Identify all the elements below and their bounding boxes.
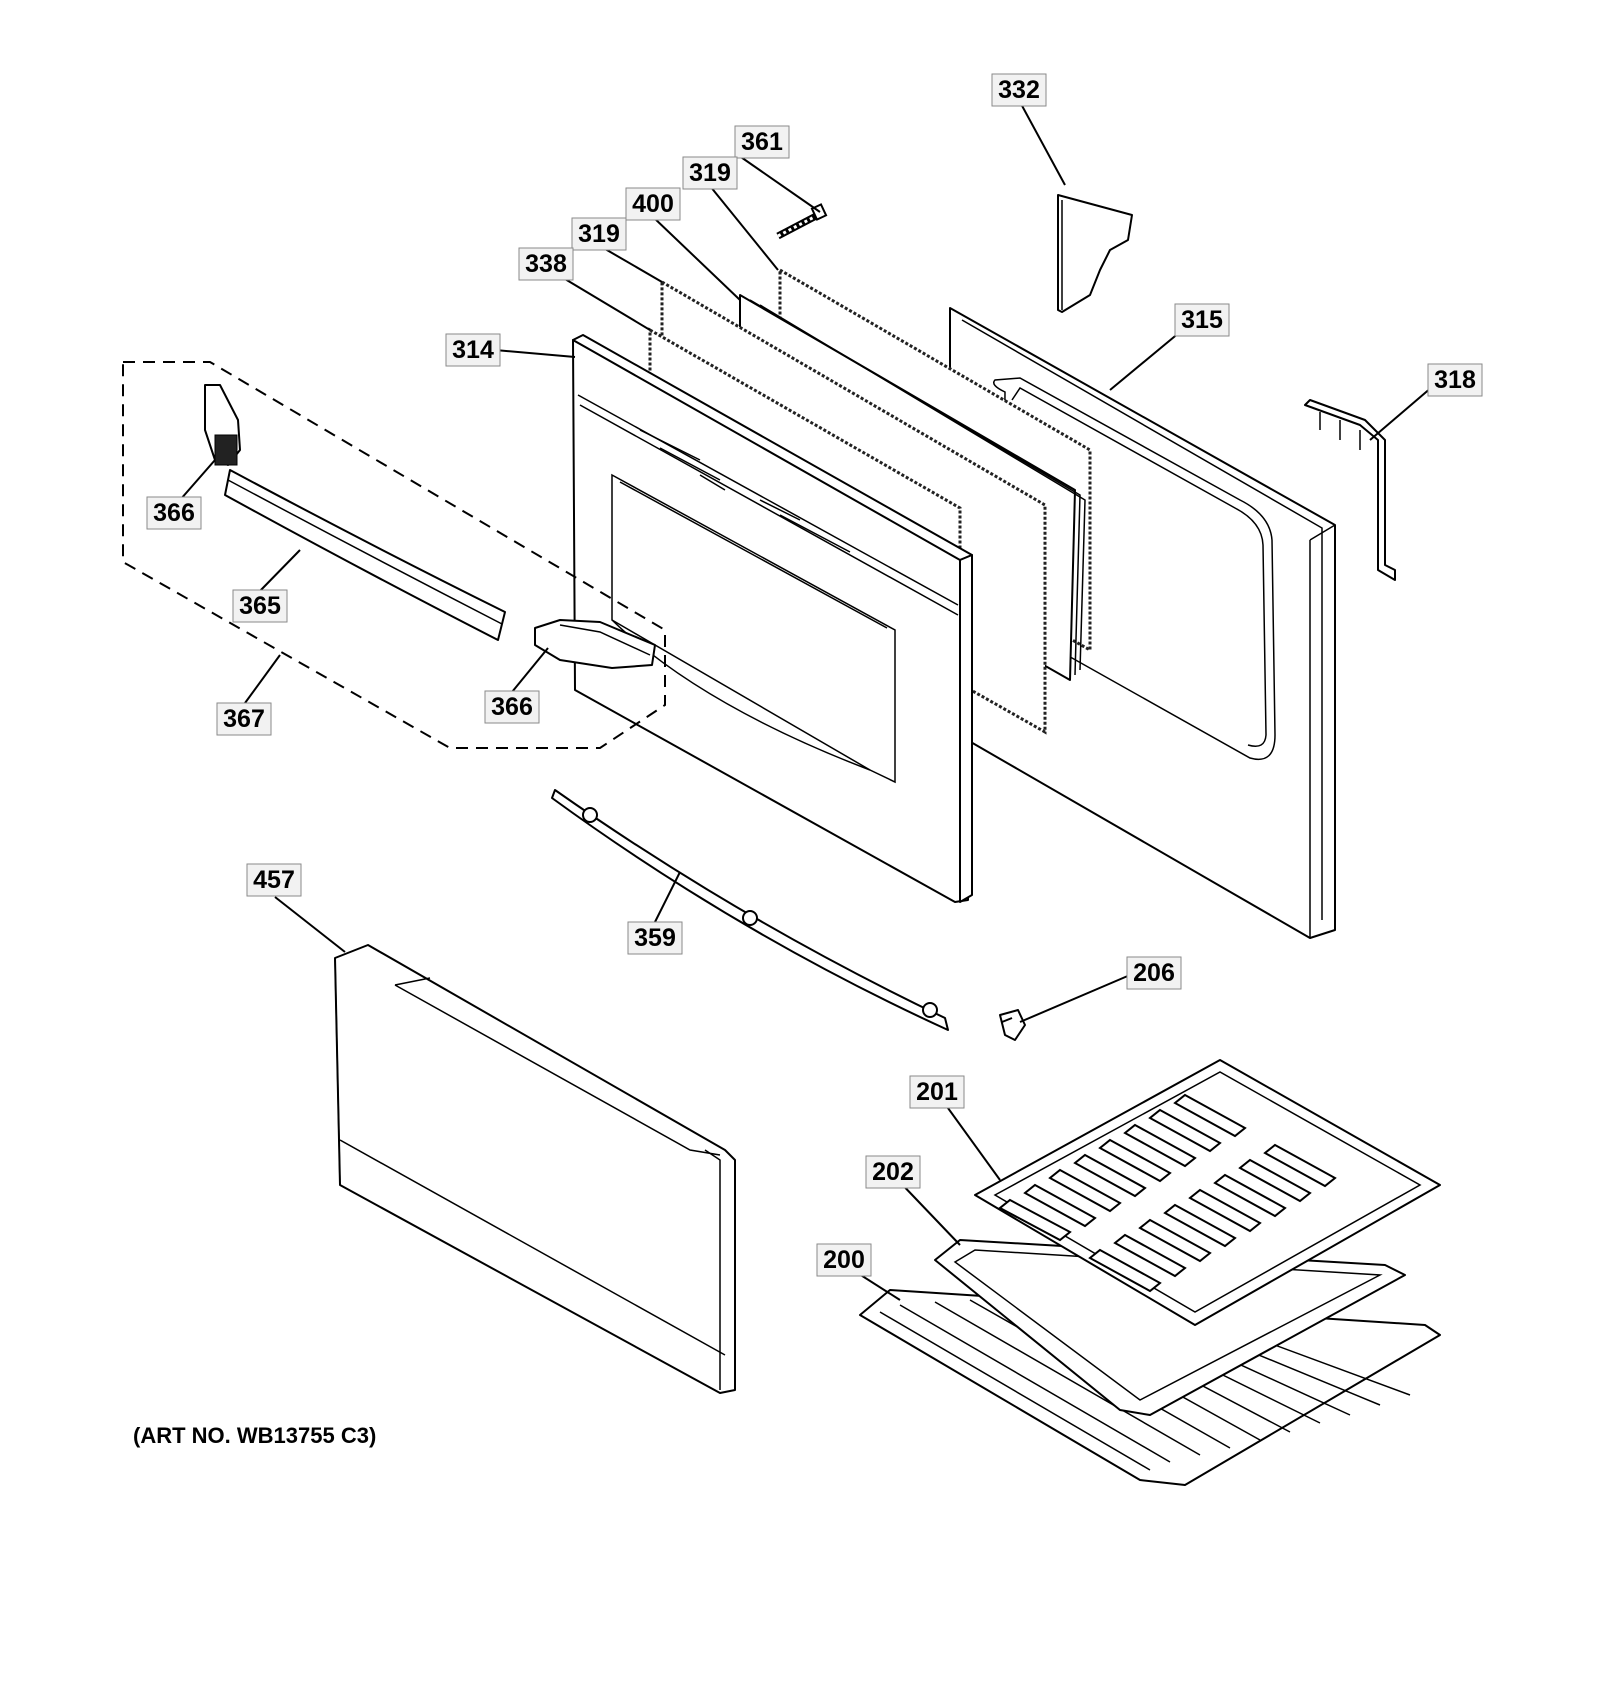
callout-318-label: 318 (1434, 366, 1476, 394)
part-202-broiler-pan (934, 1239, 1406, 1416)
callout-202-label: 202 (872, 1158, 914, 1186)
callout-365-label: 365 (239, 592, 281, 620)
callout-202: 202 (865, 1155, 921, 1189)
part-201-broiler-grid (974, 1059, 1441, 1326)
callout-315: 315 (1174, 303, 1230, 337)
callout-314-label: 314 (452, 336, 494, 364)
callout-359-label: 359 (634, 924, 676, 952)
callout-366-left: 366 (146, 496, 202, 530)
part-366-right-endcap (534, 619, 656, 669)
callout-366-right-label: 366 (491, 693, 533, 721)
part-314-outer-door (572, 334, 973, 903)
callout-314: 314 (445, 333, 501, 367)
callout-366-left-label: 366 (153, 499, 195, 527)
callout-367-label: 367 (223, 705, 265, 733)
callout-366-right: 366 (484, 690, 540, 724)
callout-200-label: 200 (823, 1246, 865, 1274)
part-206-screw (999, 1009, 1026, 1041)
callout-457: 457 (246, 863, 302, 897)
callout-367: 367 (216, 702, 272, 736)
callout-319-front-label: 319 (578, 220, 620, 248)
callout-201: 201 (909, 1075, 965, 1109)
callout-206-label: 206 (1133, 959, 1175, 987)
part-367-handle-kit (122, 361, 666, 749)
callout-315-label: 315 (1181, 306, 1223, 334)
part-318-hinge-bracket (1304, 399, 1396, 581)
callout-201-label: 201 (916, 1078, 958, 1106)
callout-400-label: 400 (632, 190, 674, 218)
callout-332-label: 332 (998, 76, 1040, 104)
part-457-drawer-front (334, 944, 736, 1394)
part-366-left-endcap (204, 384, 241, 466)
art-number-caption: (ART NO. WB13755 C3) (133, 1423, 377, 1448)
callout-359: 359 (627, 921, 683, 955)
callout-365: 365 (232, 589, 288, 623)
callout-labels: 332 361 319 400 319 338 314 315 (146, 73, 1483, 1277)
callout-319-rear: 319 (682, 156, 738, 190)
callout-361-label: 361 (741, 128, 783, 156)
callout-319-front: 319 (571, 217, 627, 251)
callout-338-label: 338 (525, 250, 567, 278)
part-332-bracket (1057, 194, 1133, 313)
leader-lines (179, 101, 1433, 1301)
callout-338: 338 (518, 247, 574, 281)
callout-318: 318 (1427, 363, 1483, 397)
callout-361: 361 (734, 125, 790, 159)
callout-200: 200 (816, 1243, 872, 1277)
part-365-handle-bar (224, 469, 506, 641)
callout-332: 332 (991, 73, 1047, 107)
callout-206: 206 (1126, 956, 1182, 990)
part-361-screw (776, 203, 828, 240)
callout-400: 400 (625, 187, 681, 221)
callout-457-label: 457 (253, 866, 295, 894)
callout-319-rear-label: 319 (689, 159, 731, 187)
